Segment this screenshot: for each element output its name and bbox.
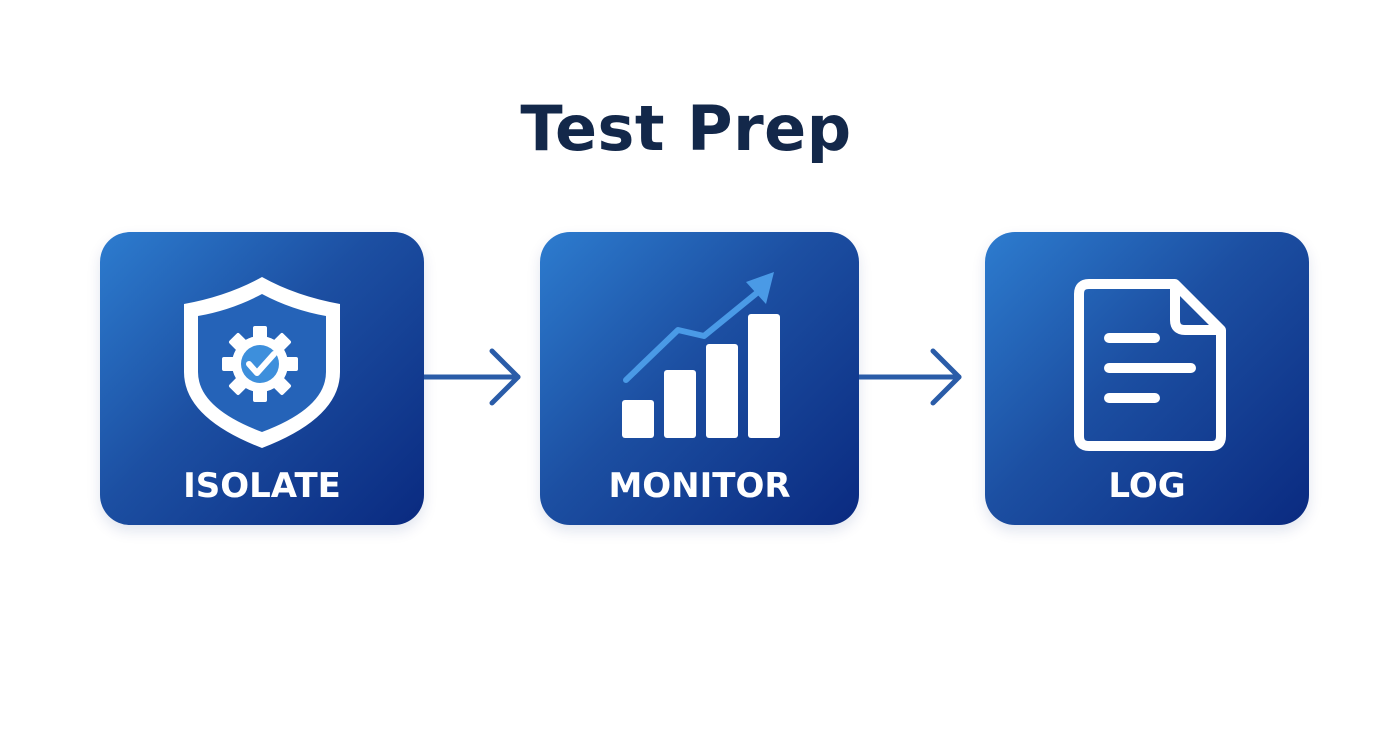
document-icon xyxy=(1074,279,1226,451)
growth-bar-chart-icon xyxy=(622,272,780,438)
shield-gear-check-icon xyxy=(184,277,340,448)
step-monitor-label: MONITOR xyxy=(608,466,791,506)
step-log-label: LOG xyxy=(1108,466,1186,506)
diagram-title: Test Prep xyxy=(520,92,852,165)
step-log-box xyxy=(985,232,1309,525)
arrow-right-icon xyxy=(424,348,521,406)
step-isolate-label: ISOLATE xyxy=(183,466,341,506)
arrow-right-icon xyxy=(859,348,962,406)
step-isolate-box xyxy=(100,232,424,525)
step-monitor-box xyxy=(540,232,859,525)
